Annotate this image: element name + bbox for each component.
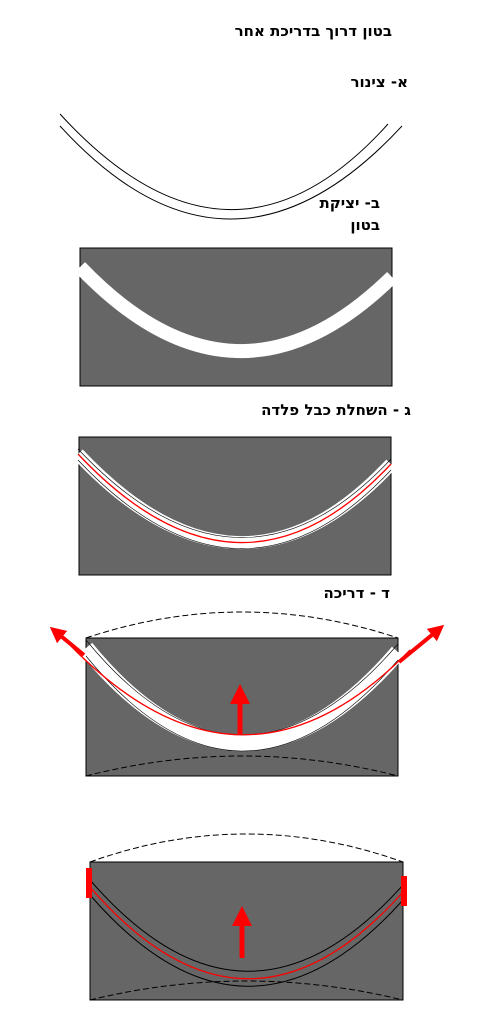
step-a-label: א- צינור (350, 73, 408, 91)
concrete-block-b (74, 247, 397, 387)
duct-pipe (59, 113, 403, 220)
camber-bottom-d (85, 755, 399, 777)
camber-bottom-e (89, 980, 404, 1001)
camber-top-e (89, 833, 404, 863)
steel-cable-e (89, 886, 404, 980)
step-b-label-line1: ב- יציקת (319, 194, 380, 212)
pull-arrow-left (49, 626, 86, 657)
diagram-title: בטון דרוך בדריכת אחר (234, 22, 392, 40)
step-b-label-line2: בטון (350, 216, 380, 234)
step-d-label: ד - דריכה (323, 584, 390, 602)
steel-cable-c (77, 453, 392, 544)
anchor-right (401, 876, 407, 906)
step-c-label: ג - השחלת כבל פלדה (261, 401, 411, 419)
concrete-block-c (73, 436, 396, 576)
pull-arrow-right (397, 624, 445, 664)
concrete-block-e (89, 861, 404, 1001)
steel-cable-d (69, 644, 411, 736)
anchor-left (86, 868, 92, 898)
camber-top-d (85, 611, 399, 639)
step-b-label: ב- יציקת בטון (319, 192, 380, 236)
